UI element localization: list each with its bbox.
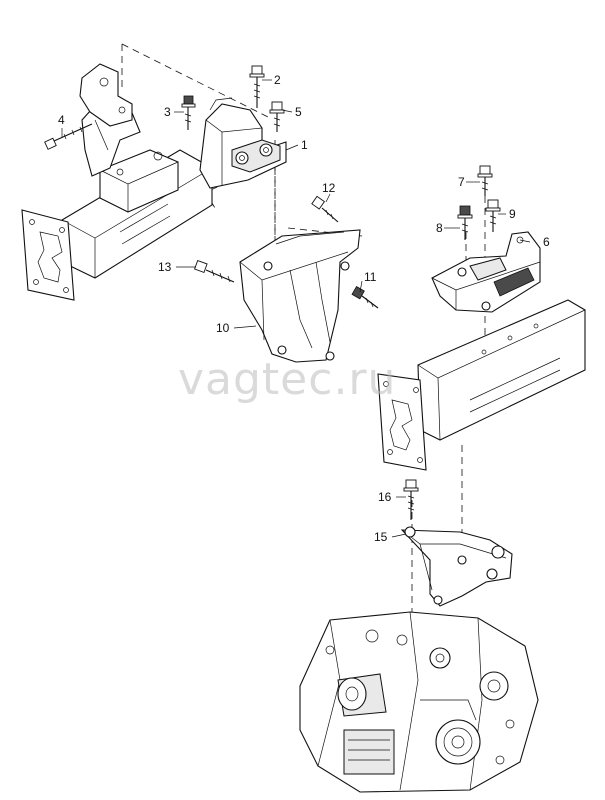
bolt-2 xyxy=(249,65,265,108)
bolt-8 xyxy=(457,205,473,240)
callout-15: 15 xyxy=(374,530,388,544)
callout-5: 5 xyxy=(295,105,302,119)
bolt-5 xyxy=(269,101,285,132)
callout-11: 11 xyxy=(364,270,377,284)
gearbox-mount-part-6 xyxy=(431,231,541,313)
callout-7: 7 xyxy=(458,175,465,189)
callout-13: 13 xyxy=(158,260,172,274)
engine-mount-part-1 xyxy=(199,97,287,189)
bolt-9 xyxy=(485,199,501,232)
bolt-7 xyxy=(477,165,493,196)
callout-3: 3 xyxy=(164,105,171,119)
bracket-part-10 xyxy=(239,229,361,363)
bolt-11 xyxy=(351,285,379,309)
leader-lines xyxy=(61,79,531,538)
left-subframe-rail xyxy=(21,63,213,301)
callout-4: 4 xyxy=(58,113,65,127)
bolt-16 xyxy=(403,479,419,520)
callouts: 1 2 3 4 5 6 7 8 9 10 11 12 13 15 16 xyxy=(58,73,550,544)
callout-1: 1 xyxy=(301,138,308,152)
callout-10: 10 xyxy=(216,321,230,335)
watermark-text: vagtec.ru xyxy=(178,354,396,405)
bracket-part-15 xyxy=(400,526,513,607)
bolt-12 xyxy=(311,195,339,223)
callout-16: 16 xyxy=(378,490,392,504)
callout-12: 12 xyxy=(322,181,336,195)
transmission-housing xyxy=(299,611,539,793)
bolt-4 xyxy=(44,123,93,150)
bolt-13 xyxy=(194,259,235,283)
bolt-3 xyxy=(181,95,196,130)
callout-9: 9 xyxy=(509,207,516,221)
callout-6: 6 xyxy=(543,235,550,249)
callout-2: 2 xyxy=(274,73,281,87)
right-subframe-rail xyxy=(377,299,586,471)
callout-8: 8 xyxy=(436,221,443,235)
